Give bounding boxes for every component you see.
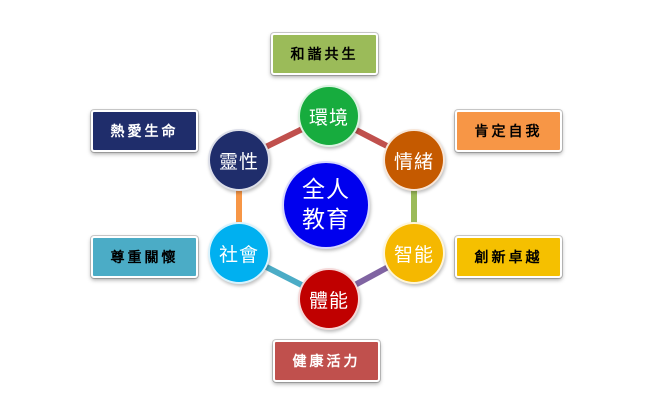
node-spirituality-label: 靈性	[218, 150, 259, 173]
node-intellect: 智能	[383, 222, 445, 284]
node-physical: 體能	[298, 268, 360, 330]
box-self-affirmation-label: 肯定自我	[474, 124, 543, 140]
node-intellect-label: 智能	[393, 243, 434, 266]
node-emotion-label: 情緒	[393, 150, 434, 173]
node-environment: 環境	[298, 85, 360, 147]
center-label-line2: 教育	[302, 207, 350, 233]
box-love-life-label: 熱愛生命	[110, 124, 179, 140]
node-social: 社會	[208, 222, 270, 284]
box-harmony: 和諧共生	[271, 33, 378, 75]
node-environment-label: 環境	[308, 106, 349, 129]
box-self-affirmation: 肯定自我	[455, 110, 562, 152]
box-love-life: 熱愛生命	[91, 110, 198, 152]
node-social-label: 社會	[218, 243, 259, 266]
node-emotion: 情緒	[383, 129, 445, 191]
box-innovation-label: 創新卓越	[474, 250, 543, 266]
box-health-label: 健康活力	[292, 354, 361, 370]
center-node: 全人 教育	[282, 161, 370, 249]
box-health: 健康活力	[273, 340, 380, 382]
center-label-line1: 全人	[302, 177, 350, 203]
box-innovation: 創新卓越	[455, 236, 562, 278]
node-spirituality: 靈性	[208, 129, 270, 191]
box-respect: 尊重關懷	[91, 236, 198, 278]
box-harmony-label: 和諧共生	[290, 47, 359, 63]
node-physical-label: 體能	[308, 289, 349, 312]
box-respect-label: 尊重關懷	[110, 250, 179, 266]
